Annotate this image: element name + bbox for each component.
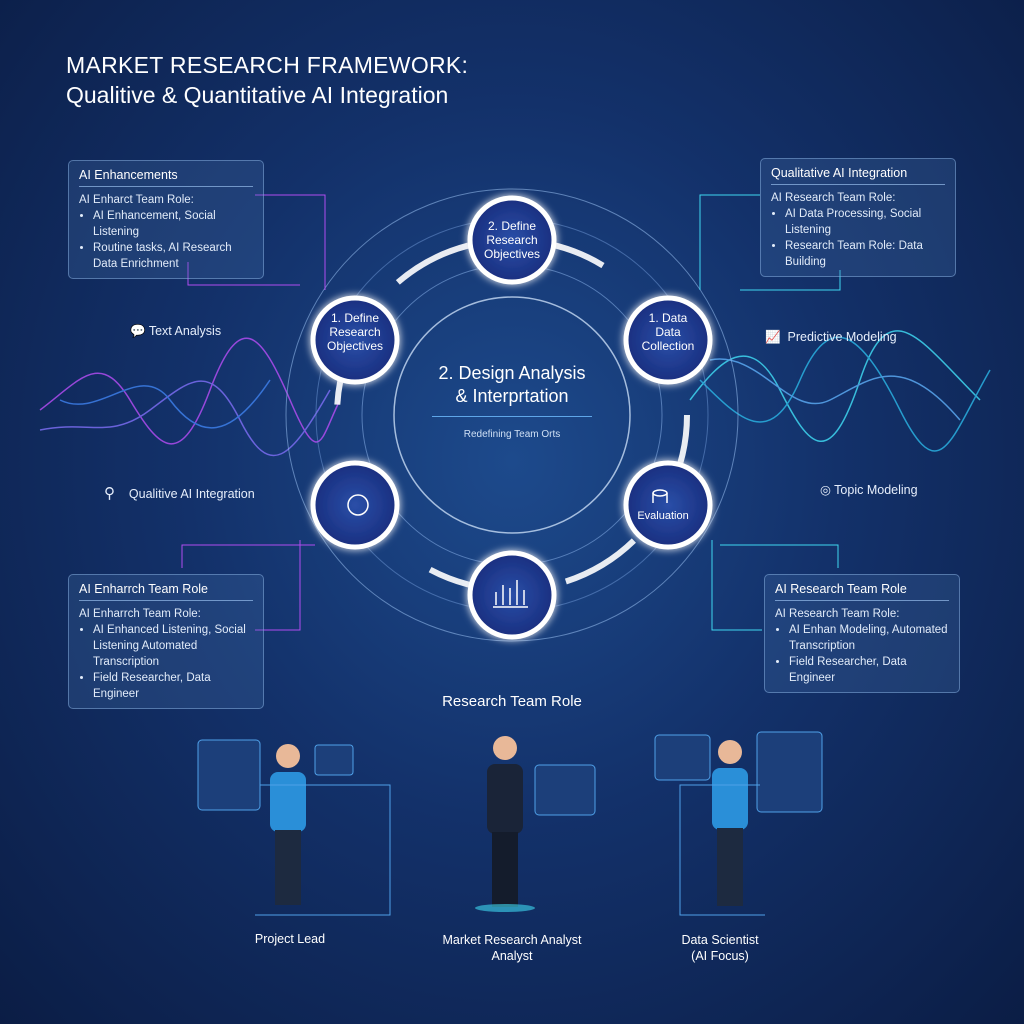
panel-bullet: AI Enhanced Listening, Social Listening … — [93, 622, 253, 670]
page-title: MARKET RESEARCH FRAMEWORK: — [66, 52, 469, 78]
panel-title: AI Enhancements — [79, 167, 253, 187]
page-subtitle: Qualitive & Quantitative AI Integration — [66, 82, 449, 108]
node-top — [467, 195, 557, 285]
node-icons — [347, 489, 668, 608]
panel-bullet: AI Data Processing, Social Listening — [785, 206, 945, 238]
node-bottom-right-label: Evaluation — [637, 510, 689, 522]
panel-bullet: Field Researcher, Data Engineer — [789, 654, 949, 686]
node-left — [310, 295, 400, 385]
brain-icon: ◎ — [820, 483, 831, 497]
node-right — [623, 295, 713, 385]
node-top-label: 2. Define Research Objectives — [483, 219, 541, 261]
panel-bullet: Field Researcher, Data Engineer — [93, 670, 253, 702]
left-wave — [39, 337, 341, 457]
panel-bullet: AI Enhan Modeling, Automated Transcripti… — [789, 622, 949, 654]
node-bottom-right — [623, 460, 713, 550]
team-heading: Research Team Role — [442, 693, 582, 710]
label-text: Predictive Modeling — [787, 330, 897, 344]
figure-data-scientist — [654, 731, 823, 916]
center-subtitle: Redefining Team Orts — [432, 416, 592, 446]
panel-bullet: Research Team Role: Data Building — [785, 238, 945, 270]
panel-intro: AI Research Team Role: — [775, 608, 900, 620]
panel-bullet: AI Enhancement, Social Listening — [93, 208, 253, 240]
label-text: Text Analysis — [148, 324, 222, 338]
panel-intro: AI Research Team Role: — [771, 192, 896, 204]
figure-market-analyst — [475, 736, 596, 912]
role-market-analyst: Market Research Analyst Analyst — [442, 933, 582, 963]
panel-ai-enharrch: AI Enharrch Team Role AI Enharrch Team R… — [68, 574, 264, 709]
node-bottom-left — [310, 460, 400, 550]
label-text: Topic Modeling — [834, 483, 918, 497]
chat-icon: 💬 — [130, 324, 146, 338]
search-icon: ⚲ — [104, 485, 115, 502]
connectors — [181, 194, 841, 631]
gear-icon — [347, 494, 369, 516]
panel-intro: AI Enharrch Team Role: — [79, 608, 201, 620]
panel-qualitative-ai: Qualitative AI Integration AI Research T… — [760, 158, 956, 277]
panel-ai-research: AI Research Team Role AI Research Team R… — [764, 574, 960, 693]
panel-title: AI Research Team Role — [775, 581, 949, 601]
panel-ai-enhancements: AI Enhancements AI Enharct Team Role: AI… — [68, 160, 264, 279]
bar-chart-icon — [493, 580, 528, 608]
panel-intro: AI Enharct Team Role: — [79, 194, 194, 206]
panel-bullet: Routine tasks, AI Research Data Enrichme… — [93, 240, 253, 272]
panel-title: Qualitative AI Integration — [771, 165, 945, 185]
team-figures — [197, 731, 823, 916]
figure-project-lead — [197, 739, 391, 916]
cycle-nodes — [310, 195, 713, 640]
center-title: 2. Design Analysis & Interprtation — [438, 363, 586, 406]
node-right-label: 1. Data Data Collection — [641, 311, 695, 353]
text-analysis-label: 💬 Text Analysis — [130, 324, 221, 339]
role-project-lead: Project Lead — [254, 932, 326, 946]
chart-icon: 📈 — [765, 330, 781, 344]
right-wave — [689, 330, 991, 452]
predictive-label: 📈 Predictive Modeling — [765, 330, 897, 345]
panel-title: AI Enharrch Team Role — [79, 581, 253, 601]
label-text: Qualitive AI Integration — [128, 487, 255, 501]
qualitive-label: ⚲ Qualitive AI Integration — [104, 484, 255, 502]
role-data-scientist: Data Scientist (AI Focus) — [681, 933, 759, 963]
center-block: 2. Design Analysis & Interprtation Redef… — [432, 362, 592, 446]
topic-label: ◎ Topic Modeling — [820, 482, 918, 497]
node-left-label: 1. Define Research Objectives — [326, 311, 384, 353]
node-bottom — [467, 550, 557, 640]
